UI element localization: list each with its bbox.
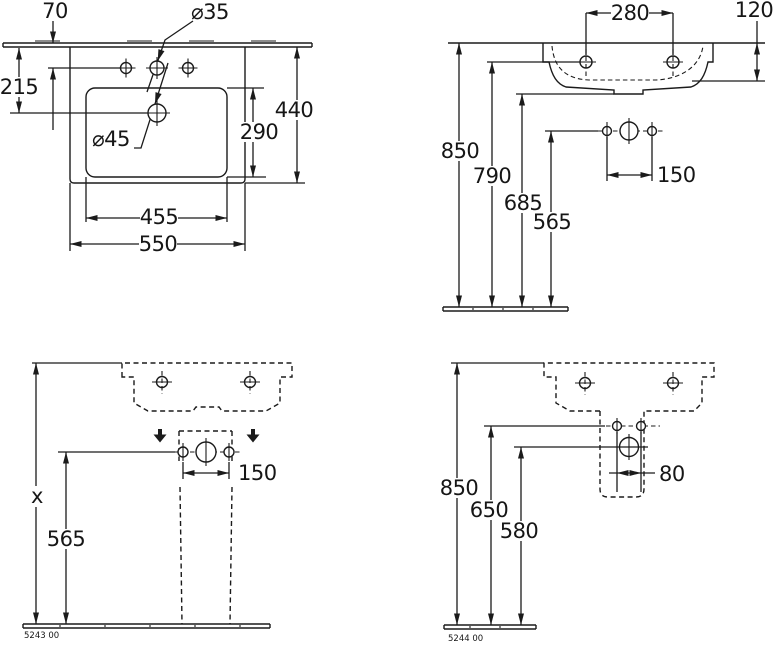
dim-440: 440 bbox=[275, 47, 314, 183]
floor-line bbox=[443, 624, 537, 630]
dim-x-label: x bbox=[31, 484, 43, 508]
dim-120-label: 120 bbox=[735, 0, 773, 22]
drain-dia-label: ⌀45 bbox=[92, 127, 130, 151]
dim-tap-dia: ⌀35 bbox=[191, 0, 229, 24]
dim-70-label: 70 bbox=[42, 0, 68, 23]
dim-290-label: 290 bbox=[240, 120, 279, 144]
dim-790-label: 790 bbox=[473, 164, 512, 188]
front-view: 280 120 850 790 685 565 150 bbox=[441, 0, 773, 312]
dim-850-label: 850 bbox=[441, 139, 480, 163]
basin-hidden-outline bbox=[121, 362, 293, 412]
dim-215-label: 215 bbox=[0, 75, 38, 99]
dim-550-label: 550 bbox=[139, 232, 178, 256]
mounting-arrow-right bbox=[246, 429, 260, 443]
dim-850: 850 bbox=[440, 363, 479, 625]
extension-lines bbox=[10, 67, 305, 251]
pedestal-view: x 565 150 5243 00 bbox=[22, 362, 293, 641]
dim-drain-dia: ⌀45 bbox=[92, 127, 130, 151]
wall-section bbox=[2, 40, 313, 48]
dim-685-label: 685 bbox=[504, 191, 543, 215]
dim-580: 580 bbox=[500, 447, 539, 625]
article-number: 5244 00 bbox=[448, 634, 483, 644]
dim-150-extensions bbox=[182, 462, 230, 479]
dim-580-label: 580 bbox=[500, 519, 539, 543]
dim-150: 150 bbox=[183, 461, 277, 485]
dim-150-label: 150 bbox=[238, 461, 277, 485]
bowl-outline bbox=[85, 87, 228, 178]
tap-dia-leader bbox=[146, 20, 194, 93]
dim-120: 120 bbox=[735, 0, 773, 81]
article-number: 5243 00 bbox=[24, 631, 59, 641]
dim-455: 455 bbox=[86, 205, 227, 229]
dim-280: 280 bbox=[586, 1, 673, 25]
dim-565-label: 565 bbox=[47, 527, 86, 551]
trap-crosshairs bbox=[182, 438, 230, 466]
bowl-hidden-line bbox=[551, 45, 704, 81]
dim-80-label: 80 bbox=[659, 462, 685, 486]
shroud-hidden-outline bbox=[599, 411, 645, 498]
hole-crosshairs bbox=[116, 57, 198, 126]
dim-80: 80 bbox=[617, 462, 685, 486]
pedestal-hidden-outline bbox=[179, 486, 233, 625]
tap-dia-arrow bbox=[157, 49, 165, 61]
mounting-arrow-left bbox=[153, 429, 167, 443]
dim-850-label: 850 bbox=[440, 476, 479, 500]
dim-290: 290 bbox=[240, 88, 279, 177]
dim-x: x bbox=[26, 363, 48, 624]
dim-150-label: 150 bbox=[657, 163, 696, 187]
tap-dia-label: ⌀35 bbox=[191, 0, 229, 24]
dim-790: 790 bbox=[473, 62, 512, 307]
basin-hidden-outline bbox=[543, 362, 715, 412]
dim-150: 150 bbox=[607, 163, 696, 187]
drain-dia-arrow bbox=[155, 92, 162, 104]
dim-650-label: 650 bbox=[470, 498, 509, 522]
basin-front-outline bbox=[542, 43, 714, 95]
fixing-hole-centerlines bbox=[585, 49, 674, 76]
dim-70: 70 bbox=[42, 0, 68, 130]
trap-crosshairs bbox=[616, 418, 642, 460]
dim-650: 650 bbox=[470, 426, 509, 625]
dim-455-label: 455 bbox=[140, 205, 179, 229]
dim-80-extensions bbox=[609, 432, 655, 492]
dim-565: 565 bbox=[533, 131, 572, 307]
dim-565-label: 565 bbox=[533, 210, 572, 234]
fixing-hole-centerlines bbox=[584, 372, 674, 395]
shroud-view: 850 650 580 80 5244 00 bbox=[440, 362, 715, 644]
trap-box-hidden bbox=[178, 430, 233, 461]
dim-280-label: 280 bbox=[611, 1, 650, 25]
drain-dia-leader bbox=[134, 62, 169, 149]
dim-850: 850 bbox=[441, 43, 480, 307]
dim-565: 565 bbox=[47, 452, 86, 624]
dim-550: 550 bbox=[70, 232, 245, 256]
floor-line bbox=[22, 623, 271, 629]
extension-lines bbox=[487, 13, 765, 181]
plan-view: 70 215 ⌀35 ⌀45 290 440 455 bbox=[0, 0, 314, 256]
dim-685: 685 bbox=[504, 94, 543, 307]
fixing-hole-centerlines bbox=[161, 371, 251, 394]
basin-outline bbox=[69, 47, 246, 184]
trap-crosshairs bbox=[606, 118, 653, 144]
floor-line bbox=[442, 306, 569, 312]
dim-440-label: 440 bbox=[275, 98, 314, 122]
dim-215: 215 bbox=[0, 48, 39, 113]
